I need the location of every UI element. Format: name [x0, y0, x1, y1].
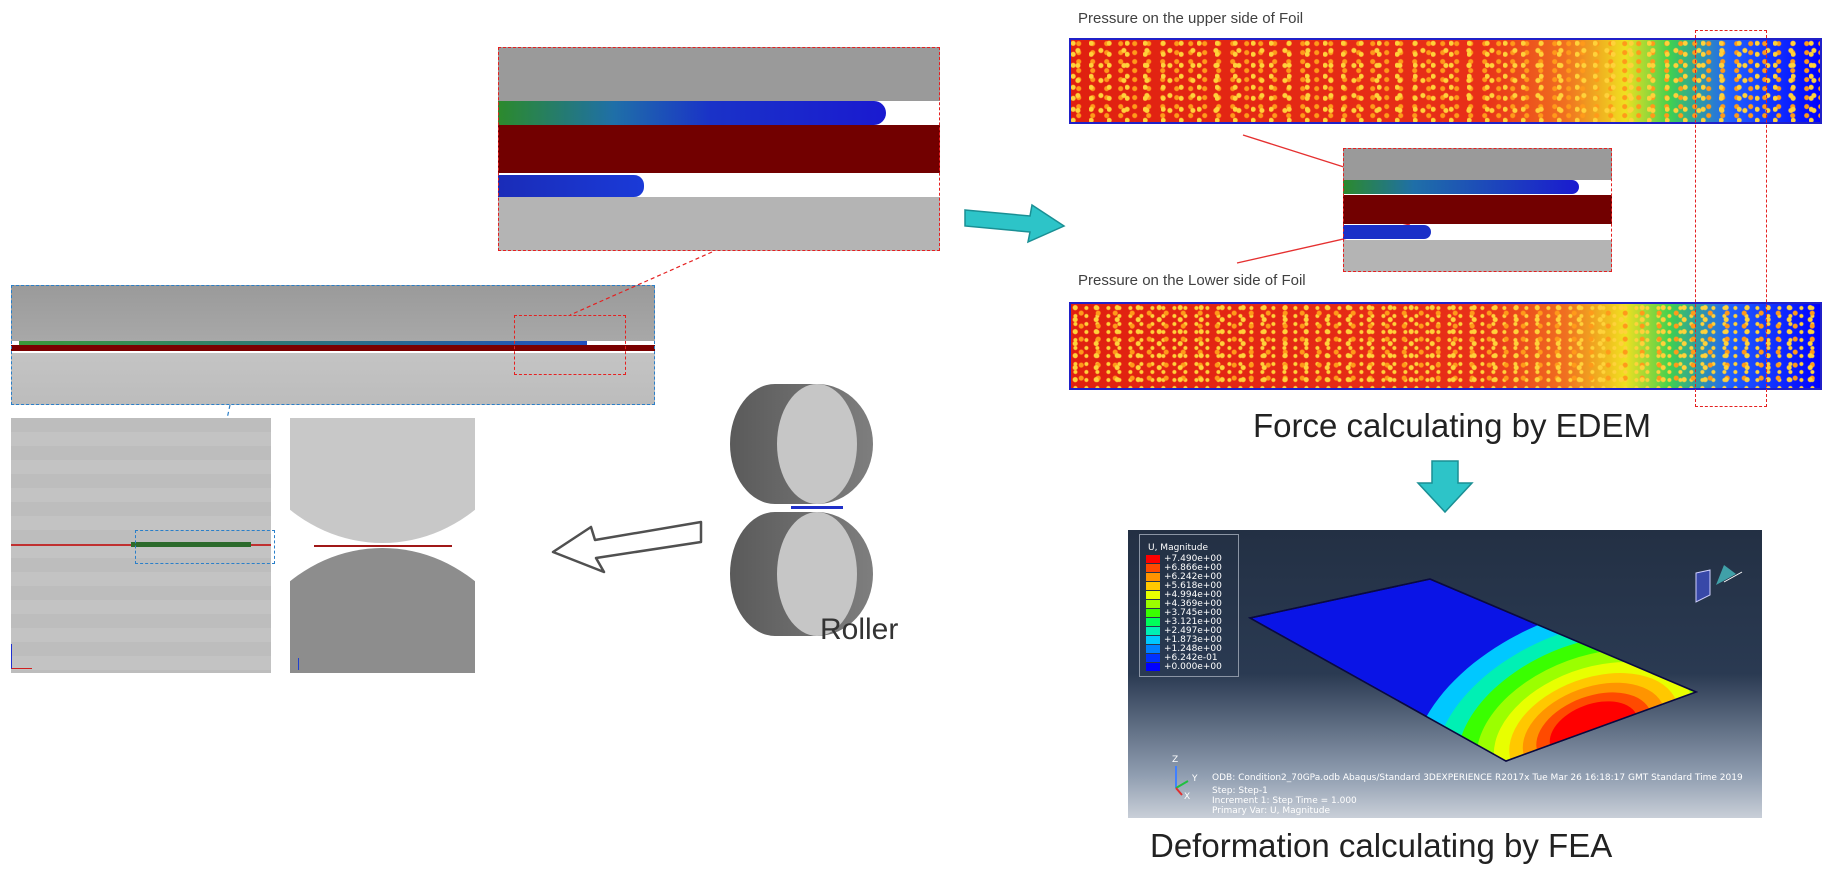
legend-entry: +6.866e+00	[1146, 564, 1222, 573]
mesh-foil-band	[131, 542, 251, 547]
fea-result-view: U, Magnitude +7.490e+00+6.866e+00+6.242e…	[1128, 530, 1762, 818]
zoom-foil-frame	[498, 47, 940, 251]
fea-plate	[1175, 565, 1743, 796]
triad-z: Z	[1172, 755, 1179, 765]
legend-value: +4.994e+00	[1164, 590, 1222, 600]
legend-value: +4.369e+00	[1164, 599, 1222, 609]
wide-foil-zoom-box	[514, 315, 626, 375]
wide-lower-roll	[11, 353, 655, 405]
legend-value: +1.248e+00	[1164, 644, 1222, 654]
legend-value: +3.121e+00	[1164, 617, 1222, 627]
legend-swatch	[1146, 573, 1160, 581]
legend-value: +7.490e+00	[1164, 554, 1222, 564]
mesh-zoom-box	[135, 530, 275, 564]
legend-entry: +1.873e+00	[1146, 636, 1222, 645]
legend-entry: +6.242e-01	[1146, 654, 1218, 663]
legend-entry: +2.497e+00	[1146, 627, 1222, 636]
legend-swatch	[1146, 600, 1160, 608]
legend-entry: +4.994e+00	[1146, 591, 1222, 600]
increment-line: Increment 1: Step Time = 1.000	[1212, 796, 1357, 806]
upper-pressure-label: Pressure on the upper side of Foil	[1078, 10, 1304, 27]
wide-foil-view	[11, 285, 655, 405]
wide-foil	[11, 345, 655, 351]
legend-swatch	[1146, 555, 1160, 563]
legend-value: +6.242e+00	[1164, 572, 1222, 582]
outline-arrow-left	[551, 520, 703, 574]
wide-particle-strip	[19, 341, 587, 347]
legend-title: U, Magnitude	[1148, 543, 1208, 553]
upper-particle-layer	[498, 101, 886, 125]
legend-swatch	[1146, 654, 1160, 662]
upper-roll-section	[498, 47, 940, 101]
legend-swatch	[1146, 609, 1160, 617]
lower-particle-layer	[498, 175, 644, 197]
inset-upper-particles	[1343, 180, 1579, 194]
legend-swatch	[1146, 627, 1160, 635]
inset-foil-view	[1343, 148, 1612, 272]
primary-var-line: Primary Var: U, Magnitude	[1212, 806, 1331, 816]
legend-value: +2.497e+00	[1164, 626, 1222, 636]
legend-value: +6.242e-01	[1164, 653, 1218, 663]
legend-entry: +5.618e+00	[1146, 582, 1222, 591]
gap-foil	[314, 545, 452, 547]
legend-swatch	[1146, 645, 1160, 653]
wide-upper-roll	[11, 285, 655, 341]
roller-pair	[730, 384, 873, 636]
wide-foil-frame	[11, 285, 655, 405]
inset-lower-particles	[1343, 225, 1431, 239]
edem-edge-highlight	[1695, 30, 1767, 407]
roll-gap-panel	[290, 418, 475, 673]
teal-arrow-right	[964, 203, 1066, 244]
fea-caption: Deformation calculating by FEA	[1150, 827, 1613, 864]
gap-lower-roll	[290, 548, 475, 673]
legend-entry: +3.745e+00	[1146, 609, 1222, 618]
roller-label: Roller	[820, 613, 899, 646]
step-line: Step: Step-1	[1212, 786, 1268, 796]
inset-foil-frame	[1343, 148, 1612, 272]
rolling-mesh-panel	[11, 418, 271, 673]
zoom-foil-view	[498, 47, 940, 251]
inset-lower-roll	[1343, 240, 1612, 272]
legend-entry: +1.248e+00	[1146, 645, 1222, 654]
legend-value: +1.873e+00	[1164, 635, 1222, 645]
triad-x: X	[1184, 792, 1191, 802]
legend-value: +0.000e+00	[1164, 662, 1222, 672]
legend-value: +6.866e+00	[1164, 563, 1222, 573]
legend-entry: +4.369e+00	[1146, 600, 1222, 609]
legend-swatch	[1146, 636, 1160, 644]
legend-entry: +0.000e+00	[1146, 663, 1222, 672]
lower-pressure-label: Pressure on the Lower side of Foil	[1078, 272, 1306, 289]
gap-axis-icon	[298, 658, 309, 670]
legend-entry: +6.242e+00	[1146, 573, 1222, 582]
foil-layer	[498, 125, 940, 173]
lower-roll-section	[498, 197, 940, 251]
legend-entry: +3.121e+00	[1146, 618, 1222, 627]
triad-y: Y	[1192, 774, 1198, 784]
legend-swatch	[1146, 591, 1160, 599]
legend-value: +5.618e+00	[1164, 581, 1222, 591]
legend-swatch	[1146, 582, 1160, 590]
mesh-axis-icon	[11, 644, 32, 669]
fea-legend: U, Magnitude +7.490e+00+6.866e+00+6.242e…	[1139, 534, 1239, 677]
edem-caption: Force calculating by EDEM	[1253, 407, 1651, 444]
gap-upper-roll	[290, 418, 475, 543]
odb-line: ODB: Condition2_70GPa.odb Abaqus/Standar…	[1212, 773, 1743, 783]
legend-entry: +7.490e+00	[1146, 555, 1222, 564]
inset-upper-roll	[1343, 148, 1612, 180]
legend-swatch	[1146, 564, 1160, 572]
legend-value: +3.745e+00	[1164, 608, 1222, 618]
legend-swatch	[1146, 663, 1160, 671]
inset-foil	[1343, 195, 1612, 224]
legend-swatch	[1146, 618, 1160, 626]
teal-arrow-down	[1416, 460, 1474, 514]
